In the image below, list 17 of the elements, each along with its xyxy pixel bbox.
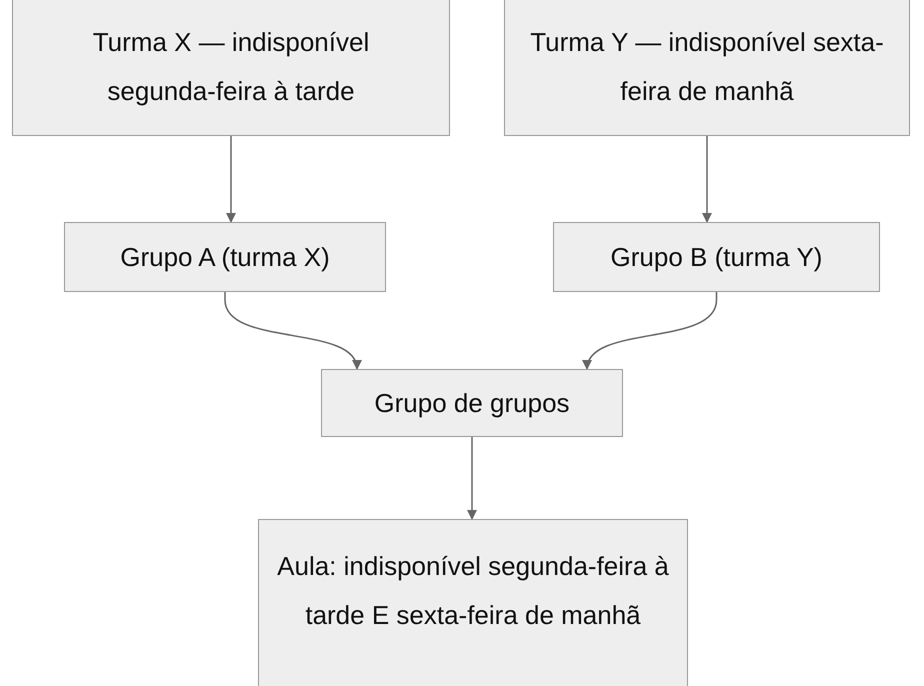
- process-box: [504, 0, 910, 136]
- arrow: [224, 292, 360, 370]
- box-label: Grupo de grupos: [374, 386, 570, 420]
- process-box: [12, 0, 450, 136]
- box-label: Grupo B (turma Y): [610, 240, 822, 274]
- arrow: [702, 136, 712, 223]
- process-box: [321, 369, 623, 437]
- process-box: [64, 222, 386, 292]
- box-label: Grupo A (turma X): [120, 240, 330, 274]
- arrow: [467, 437, 477, 520]
- arrow: [584, 292, 718, 370]
- box-label: Turma Y — indisponível sexta-feira de manhã: [529, 26, 885, 108]
- box-label: Turma X — indisponível segunda-feira à tarde: [92, 26, 370, 108]
- process-box: [553, 222, 880, 292]
- box-label: Aula: indisponível segunda-feira à tarde E sexta-feira de manhã: [276, 550, 670, 632]
- process-box: [258, 519, 688, 686]
- arrow: [226, 136, 236, 223]
